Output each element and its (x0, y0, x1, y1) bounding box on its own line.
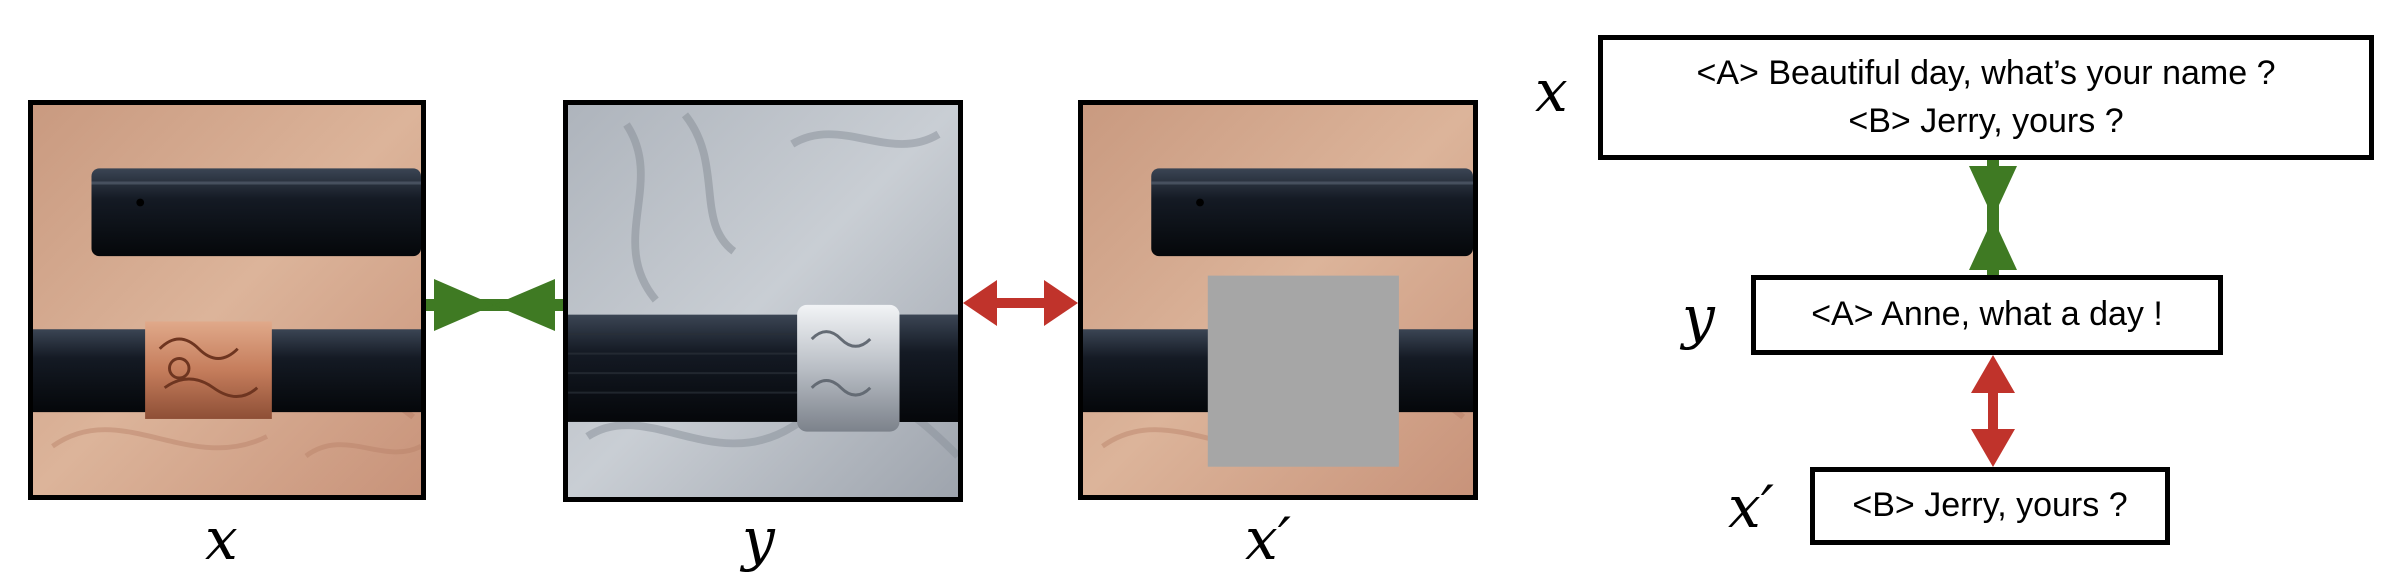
dialogue-box-y: <A> Anne, what a day ! (1751, 275, 2223, 355)
image-label-x: x (205, 505, 238, 573)
image-panel-x-prime (1078, 100, 1478, 500)
pen-photo-x (33, 105, 421, 495)
dialogue-box-x: <A> Beautiful day, what’s your name ? <B… (1598, 35, 2374, 160)
repel-arrow-text-y-x-prime (1971, 355, 2015, 467)
dialogue-box-x-prime: <B> Jerry, yours ? (1810, 467, 2170, 545)
text-label-x: x (1535, 57, 1568, 125)
dialogue-line: <B> Jerry, yours ? (1848, 101, 2124, 140)
image-label-y: y (742, 505, 775, 573)
image-panel-y (563, 100, 963, 502)
pen-photo-y (568, 105, 958, 497)
attract-arrow-x-y (426, 279, 563, 331)
text-label-y: y (1682, 283, 1715, 351)
pen-photo-x-prime (1083, 105, 1473, 495)
text-label-x-prime: x′ (1728, 473, 1774, 541)
dialogue-line: <A> Beautiful day, what’s your name ? (1696, 53, 2276, 92)
dialogue-line: <A> Anne, what a day ! (1811, 295, 2163, 334)
dialogue-line: <B> Jerry, yours ? (1852, 486, 2128, 525)
image-label-x-prime: x′ (1245, 505, 1291, 573)
attract-arrow-text-x-y (1969, 160, 2017, 276)
masked-region (1207, 275, 1399, 467)
image-panel-x (28, 100, 426, 500)
repel-arrow-y-x-prime (963, 280, 1078, 326)
